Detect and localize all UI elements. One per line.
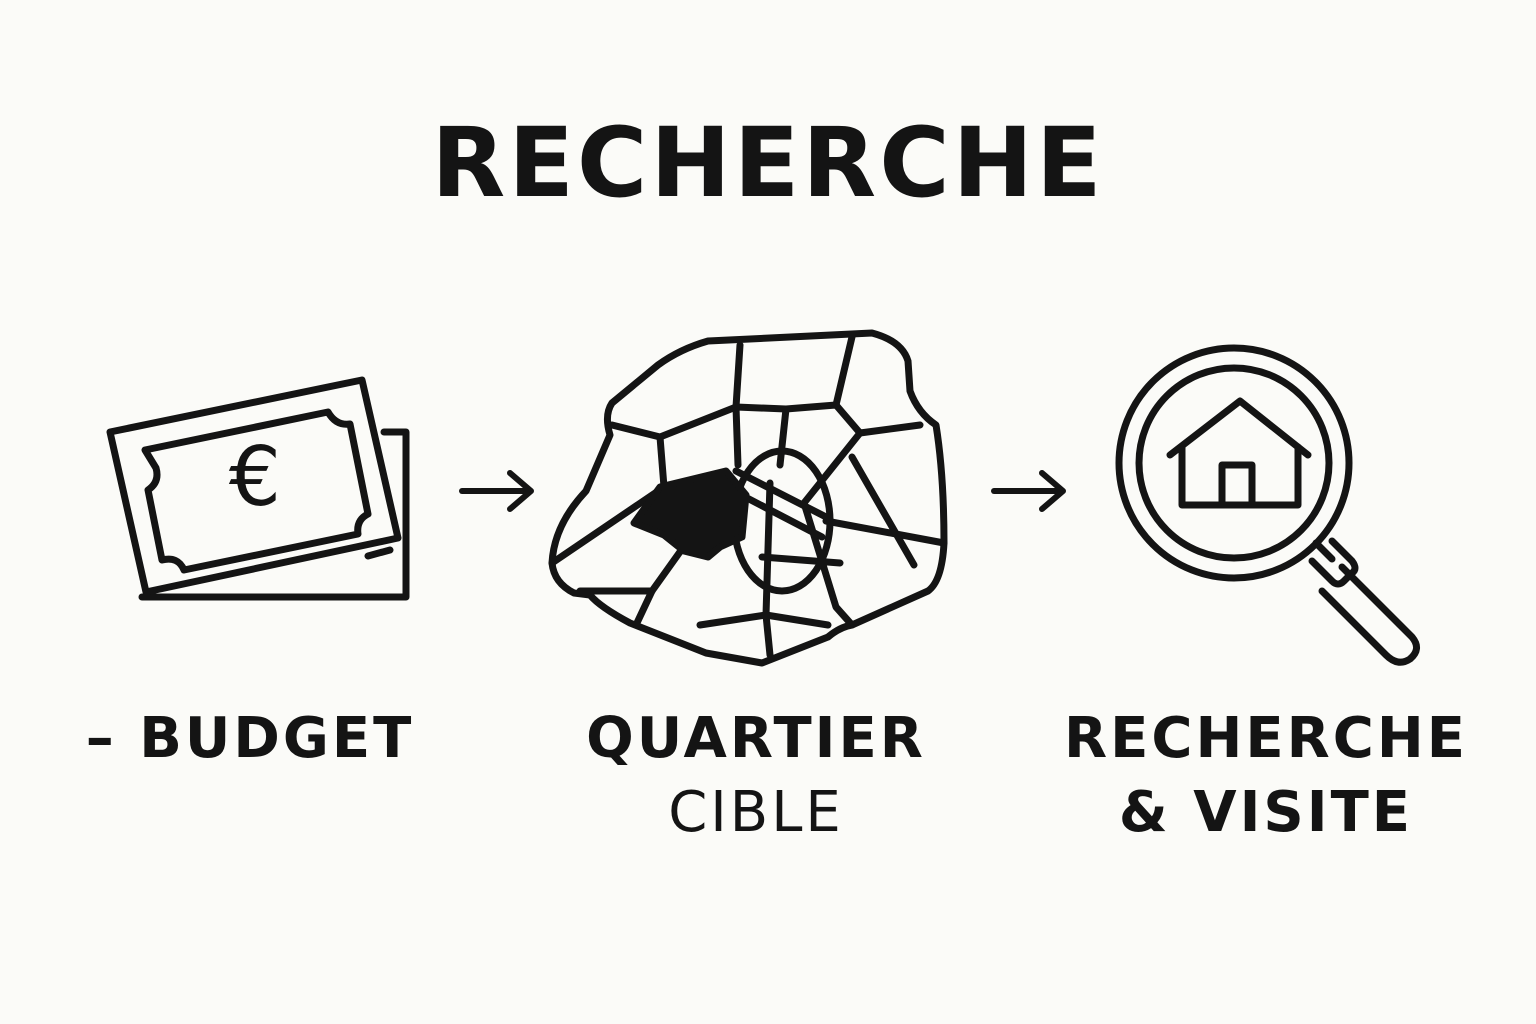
step-label-line: RECHERCHE <box>1064 706 1468 771</box>
euro-symbol: € <box>229 430 281 525</box>
city-map-icon <box>540 325 960 670</box>
banknote-euro-icon: € <box>100 370 420 610</box>
magnifier-house-icon <box>1115 344 1436 666</box>
step-label-line: CIBLE <box>668 780 844 845</box>
arrow-right-icon <box>988 466 1072 516</box>
step-label-line: & VISITE <box>1118 780 1414 845</box>
step-label-quartier-cible: QUARTIER CIBLE <box>556 702 956 850</box>
step-label-recherche-visite: RECHERCHE & VISITE <box>1046 702 1486 850</box>
step-label-line: – BUDGET <box>85 706 415 771</box>
step-label-budget: – BUDGET <box>60 702 440 776</box>
arrow-right-icon <box>456 466 540 516</box>
step-label-line: QUARTIER <box>586 706 926 771</box>
diagram-title: RECHERCHE <box>431 107 1105 219</box>
